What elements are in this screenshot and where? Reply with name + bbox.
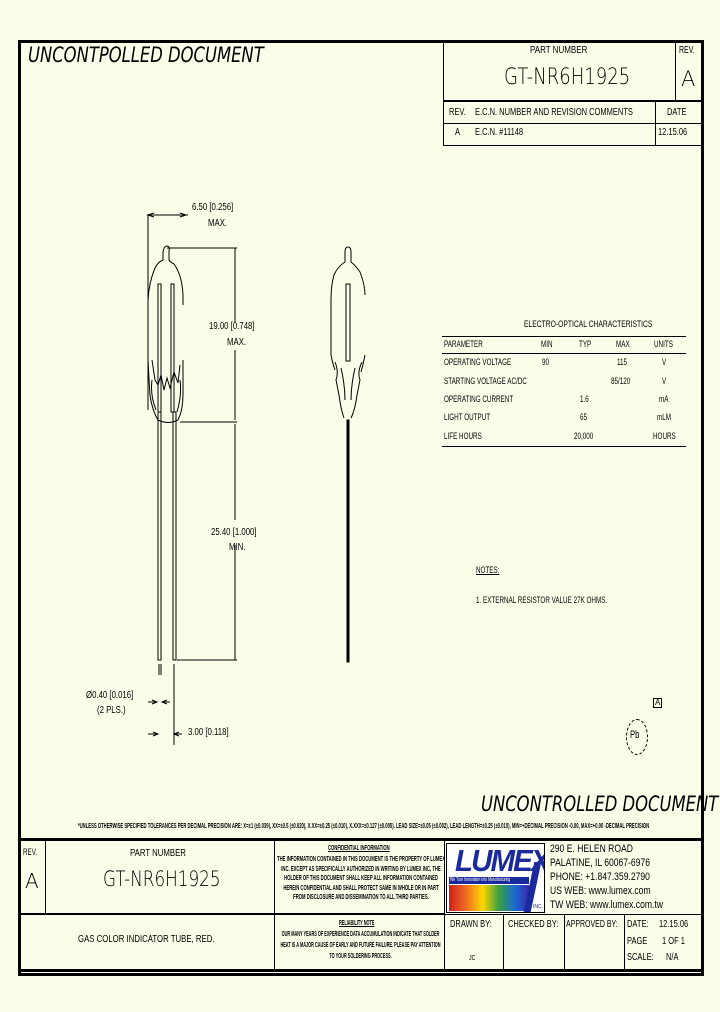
eo-row-0-units: V [662,357,667,367]
address-line-phone: PHONE: +1.847.359.2790 [550,871,650,883]
eo-row-4-param: LIFE HOURS [444,431,482,441]
eo-row-3-typ: 65 [580,412,588,422]
eo-row-2-units: mA [659,394,669,404]
eo-title: ELECTRO-OPTICAL CHARACTERISTICS [524,319,653,329]
eo-row-1-units: V [662,376,667,386]
tb-description: GAS COLOR INDICATOR TUBE, RED. [78,934,215,945]
notes-title: NOTES: [476,565,500,575]
scale-label: SCALE: [627,952,654,963]
part-number-label: PART NUMBER [530,45,588,56]
eo-row-0-min: 90 [542,357,550,367]
reliability-title: RELIABILITY NOTE [339,920,375,927]
date-label: DATE: [627,919,649,930]
dim-width: 6.50 [0.256] [192,202,234,213]
rev-table-header-rev: REV. [449,107,466,118]
reliability-text: OUR MANY YEARS OF EXPERIENCE DATA ACCUMU… [280,931,441,960]
dim-body-length: 19.00 [0.748] [209,321,255,332]
tolerance-note: *UNLESS OTHERWISE SPECIFIED TOLERANCES P… [78,823,650,830]
tb-rev-value: A [25,869,39,893]
page-label: PAGE [627,936,648,947]
rev-table-header-comments: E.C.N. NUMBER AND REVISION COMMENTS [475,107,633,118]
dim-lead-dia-note: (2 PLS.) [97,705,126,716]
approved-by-label: APPROVED BY: [566,919,618,930]
dim-lead-dia: Ø0.40 [0.016] [86,690,134,701]
rev-label: REV. [679,45,695,56]
eo-row-1-param: STARTING VOLTAGE AC/DC [444,376,527,386]
eo-row-4-units: HOURS [653,431,676,441]
dim-lead-spacing: 3.00 [0.118] [188,727,229,738]
dim-body-note: MAX. [227,337,247,348]
lumex-logo-tagline: We Turn Innovation Into Manufacturing [450,877,511,883]
pb-free-label: Pb [630,729,640,741]
eo-header-typ: TYP [579,339,592,349]
address-line-city: PALATINE, IL 60067-6976 [550,857,651,869]
tb-rev-label: REV. [23,847,38,857]
note-item: 1. EXTERNAL RESISTOR VALUE 27K OHMS. [476,595,608,605]
rev-table-row-date: 12.15.06 [658,127,688,138]
address-line-us-web[interactable]: US WEB: www.lumex.com [550,885,651,897]
eo-row-2-param: OPERATING CURRENT [444,394,514,404]
eo-row-0-param: OPERATING VOLTAGE [444,357,512,367]
eo-row-3-param: LIGHT OUTPUT [444,412,491,422]
uncontrolled-watermark-top: UNCONTPOLLED DOCUMENT [28,43,264,67]
address-line-tw-web[interactable]: TW WEB: www.lumex.com.tw [550,899,663,911]
rev-table-row-comment: E.C.N. #11148 [475,127,524,138]
drawn-by-label: DRAWN BY: [450,919,492,930]
part-number-value: GT-NR6H1925 [504,65,631,90]
lumex-logo-inc: INC. [533,904,543,910]
tb-part-number-value: GT-NR6H1925 [103,867,221,891]
eo-row-4-typ: 20,000 [574,431,594,441]
uncontrolled-watermark-bottom: UNCONTROLLED DOCUMENT [481,792,719,816]
confidential-text: THE INFORMATION CONTAINED IN THIS DOCUME… [277,856,446,901]
address-line-street: 290 E. HELEN ROAD [550,843,633,855]
rev-table-row-rev: A [455,127,461,138]
eo-header-min: MIN [541,339,553,349]
eo-row-2-typ: 1.6 [580,394,589,404]
lumex-logo: LUMEX We Turn Innovation Into Manufactur… [446,843,545,913]
scale-value: N/A [666,952,679,963]
eo-header-parameter: PARAMETER [444,339,483,349]
dim-lead-note: MIN. [229,542,246,553]
eo-row-3-units: mLM [657,412,671,422]
lumex-logo-tagline-bar: We Turn Innovation Into Manufacturing [449,877,529,884]
drawn-by-value: JC [469,955,476,962]
lumex-logo-rainbow [449,885,529,911]
small-mark-icon: A [653,698,663,708]
drawing-border [18,40,704,976]
pb-free-icon: Pb [626,719,648,755]
eo-header-max: MAX [616,339,630,349]
confidential-title: CONFIDENTIAL INFORMATION [328,845,390,852]
rev-table-header-date: DATE [667,107,687,118]
eo-row-0-max: 115 [617,357,628,367]
eo-row-1-max: 85/120 [611,376,631,386]
tb-part-number-label: PART NUMBER [130,848,186,859]
eo-header-units: UNITS [654,339,673,349]
date-value: 12.15.06 [659,919,689,930]
checked-by-label: CHECKED BY: [508,919,559,930]
lumex-logo-wordmark: LUMEX [455,843,545,878]
page-value: 1 OF 1 [662,936,685,947]
dim-width-note: MAX. [208,218,228,229]
dim-lead-length: 25.40 [1.000] [211,527,257,538]
rev-value: A [681,67,696,91]
